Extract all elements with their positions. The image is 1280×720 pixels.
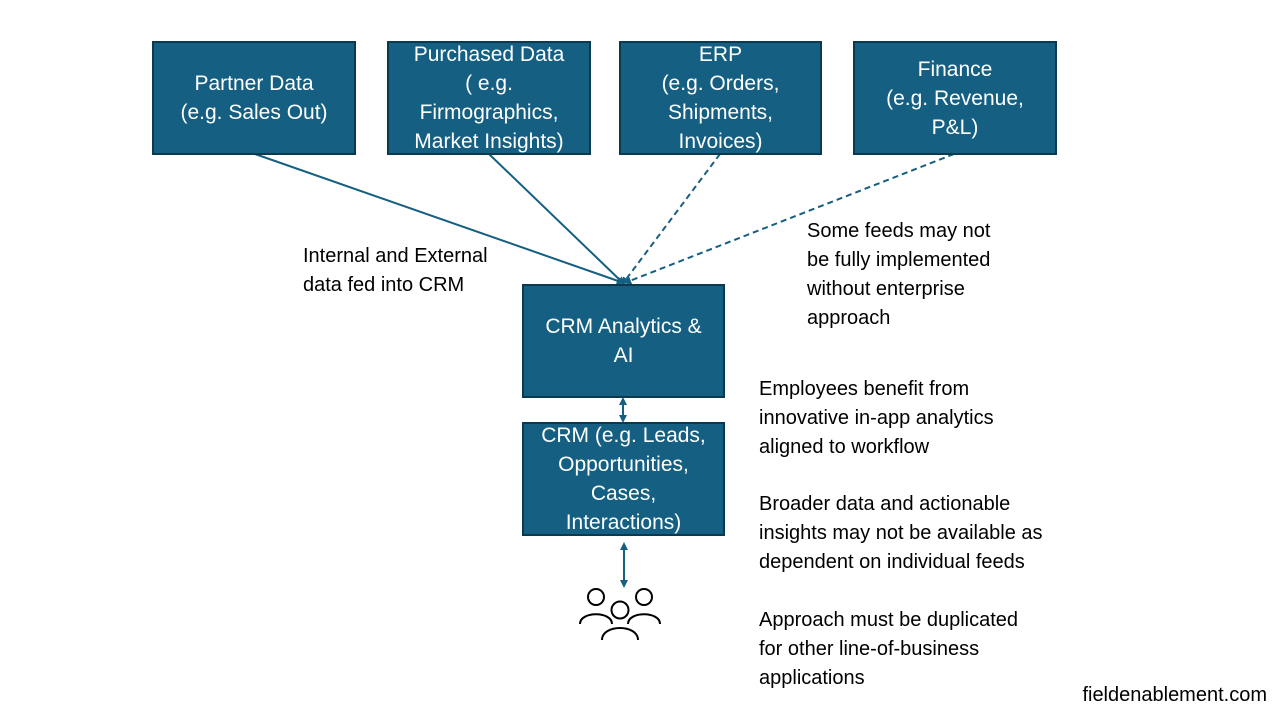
connector-erp-to-analytics-dashed	[621, 153, 721, 286]
purchased-data-label: Purchased Data ( e.g. Firmographics, Mar…	[413, 43, 565, 153]
note-employees-benefit: Employees benefit from innovative in-app…	[759, 378, 994, 458]
purchased-data-box: Purchased Data ( e.g. Firmographics, Mar…	[387, 41, 591, 155]
note-some-feeds: Some feeds may not be fully implemented …	[807, 220, 991, 329]
connector-finance-to-analytics-dashed	[623, 153, 955, 285]
connector-partner-to-analytics	[254, 153, 625, 285]
note-internal-external: Internal and External data fed into CRM	[303, 245, 488, 296]
users-group-icon	[579, 588, 661, 641]
partner-data-label: Partner Data (e.g. Sales Out)	[180, 72, 328, 124]
crm-label: CRM (e.g. Leads, Opportunities, Cases, I…	[541, 424, 706, 534]
partner-data-box: Partner Data (e.g. Sales Out)	[152, 41, 356, 155]
finance-box: Finance (e.g. Revenue, P&L)	[853, 41, 1057, 155]
crm-box: CRM (e.g. Leads, Opportunities, Cases, I…	[522, 422, 725, 536]
note-broader-data: Broader data and actionable insights may…	[759, 493, 1043, 573]
crm-analytics-box: CRM Analytics & AI	[522, 284, 725, 398]
finance-label: Finance (e.g. Revenue, P&L)	[886, 57, 1024, 139]
footer-website: fieldenablement.com	[1082, 684, 1267, 706]
erp-box: ERP (e.g. Orders, Shipments, Invoices)	[619, 41, 822, 155]
crm-analytics-label: CRM Analytics & AI	[545, 315, 702, 367]
connector-purchased-to-analytics	[488, 153, 625, 285]
note-approach-duplicated: Approach must be duplicated for other li…	[759, 609, 1019, 689]
erp-label: ERP (e.g. Orders, Shipments, Invoices)	[661, 43, 780, 153]
